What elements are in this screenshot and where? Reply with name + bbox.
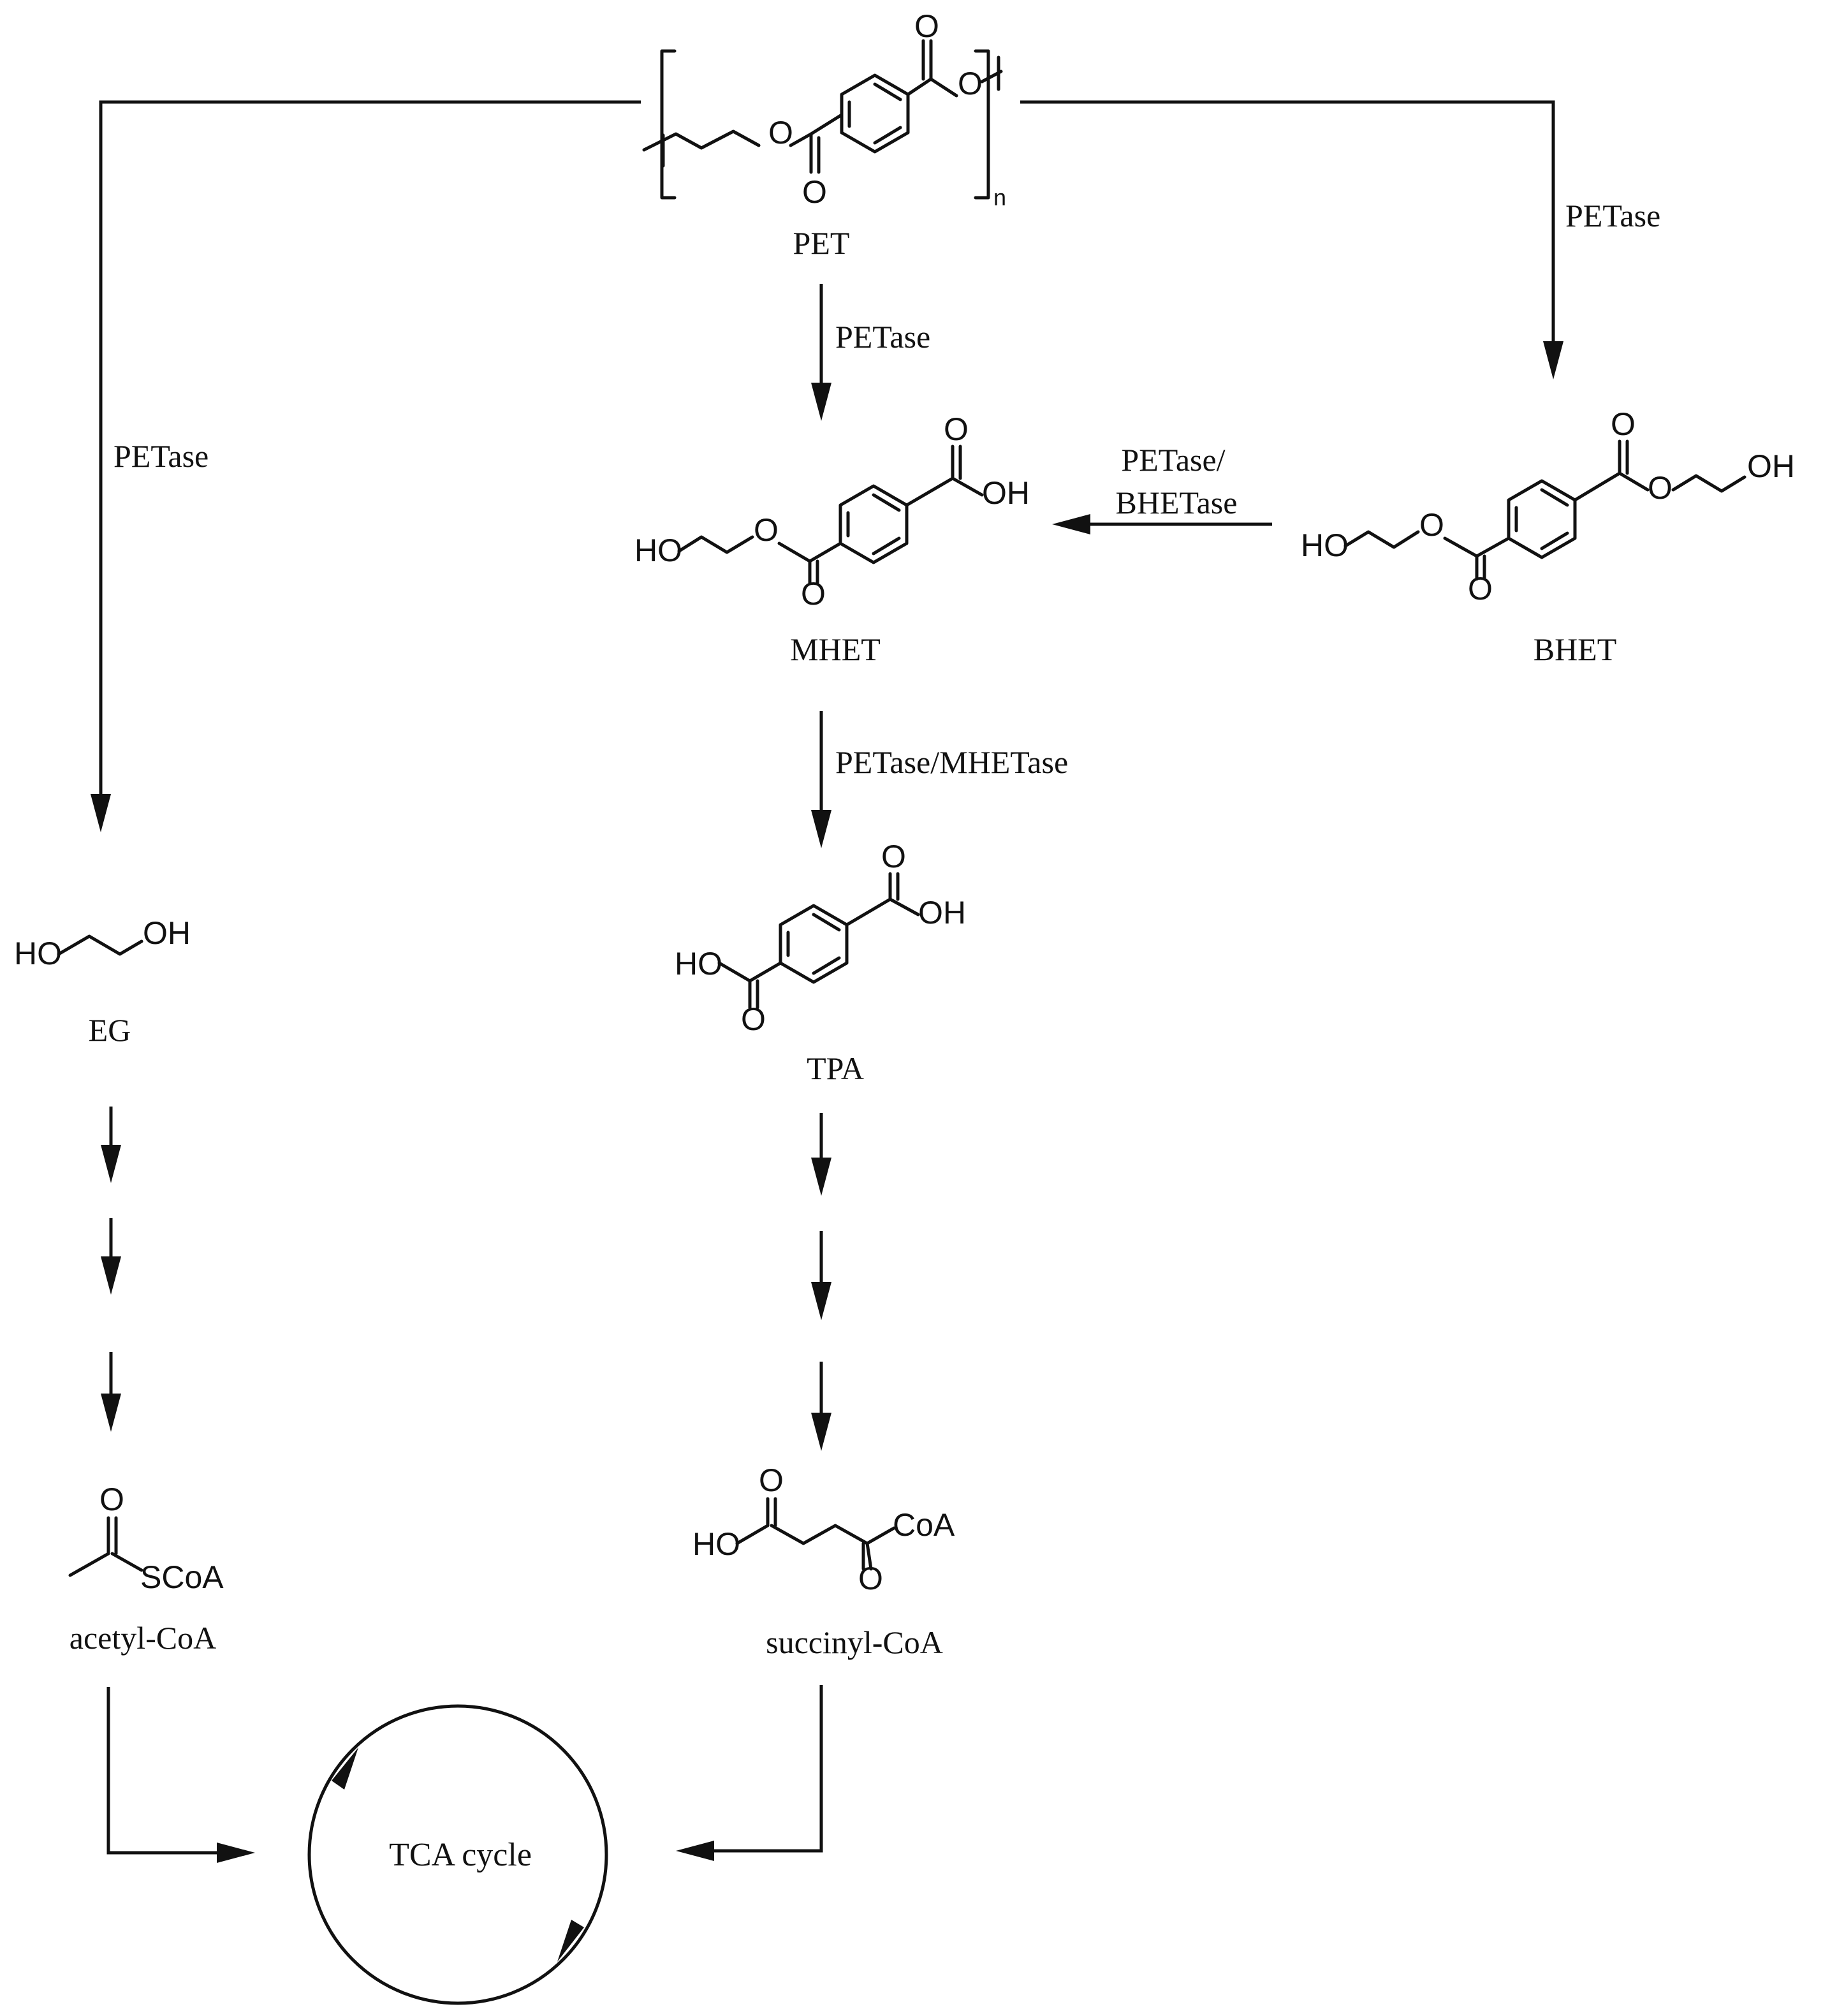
mhet-oh-group: OH xyxy=(982,475,1030,511)
mhet-carbonyl-oxygen-right: O xyxy=(944,411,969,447)
bhet-to-mhet-enzyme-label-line1: PETase/ xyxy=(1121,442,1225,478)
bhet-structure: HO O O O O OH BHET xyxy=(1301,406,1795,667)
tpa-ring-inner-bonds xyxy=(786,913,841,975)
pet-carbonyl-oxygen-left: O xyxy=(802,174,827,210)
pet-to-eg-enzyme-label: PETase xyxy=(113,438,209,474)
pet-name-label: PET xyxy=(793,225,850,261)
bhet-to-mhet-arrow xyxy=(1052,514,1272,534)
acetyl-coa-to-tca-arrow xyxy=(106,1687,255,1863)
bhet-ring-inner-bonds xyxy=(1514,488,1569,550)
eg-oh-group: OH xyxy=(143,915,191,951)
mhet-name-label: MHET xyxy=(790,631,881,667)
mhet-ho-group: HO xyxy=(634,533,682,568)
bhet-glycol-chain-left xyxy=(1343,530,1420,549)
tca-cycle-label: TCA cycle xyxy=(389,1837,532,1873)
pet-to-eg-arrow xyxy=(91,100,641,832)
bhet-carbonyl-left xyxy=(1443,536,1511,581)
mhet-ester-oxygen: O xyxy=(754,512,779,548)
pet-carbonyl-left xyxy=(789,132,821,174)
bhet-ho-group: HO xyxy=(1301,527,1349,563)
pet-carbonyl-right xyxy=(921,39,958,98)
succinyl-coa-coa-group: CoA xyxy=(893,1507,955,1543)
tpa-carbonyl-oxygen-left: O xyxy=(741,1001,766,1037)
bhet-oh-group: OH xyxy=(1747,448,1795,484)
eg-to-acetyl-coa-arrows xyxy=(101,1107,121,1432)
pet-to-bhet-arrow xyxy=(1020,100,1563,379)
pet-to-bhet-enzyme-label: PETase xyxy=(1565,198,1660,233)
tca-cycle-circle xyxy=(307,1704,608,2005)
pet-benzene-ring xyxy=(840,73,910,154)
tpa-name-label: TPA xyxy=(807,1050,864,1086)
mhet-carbonyl-oxygen-left: O xyxy=(801,576,826,612)
bhet-carbonyl-oxygen-left: O xyxy=(1468,571,1493,607)
pet-left-bracket xyxy=(660,49,677,200)
bhet-to-mhet-enzyme-label-line2: BHETase xyxy=(1116,485,1238,520)
succinyl-coa-name-label: succinyl-CoA xyxy=(766,1624,943,1660)
eg-structure: HO OH EG xyxy=(14,915,191,1048)
pet-carbonyl-oxygen-right: O xyxy=(914,8,939,44)
mhet-carbonyl-left xyxy=(777,541,842,585)
succinyl-coa-ho-group: HO xyxy=(692,1526,740,1562)
eg-carbon-chain xyxy=(57,934,143,956)
pet-chain-right xyxy=(980,55,1003,91)
tpa-benzene-ring xyxy=(779,904,849,984)
tpa-to-succinyl-coa-arrows xyxy=(811,1113,831,1451)
pet-chain-left xyxy=(642,129,761,168)
pet-ring-links xyxy=(809,77,933,136)
mhet-benzene-ring xyxy=(838,484,909,564)
tca-cycle: TCA cycle xyxy=(307,1704,608,2005)
succinyl-coa-to-tca-arrow xyxy=(676,1685,823,1861)
pet-ring-inner-bonds xyxy=(847,82,902,145)
tpa-carbonyl-oxygen-right: O xyxy=(881,839,906,874)
pet-ester-oxygen-right: O xyxy=(958,66,983,101)
bhet-carbonyl-oxygen-right: O xyxy=(1611,406,1636,442)
mhet-structure: HO O O O OH MHET xyxy=(634,411,1030,667)
bhet-ester-oxygen-left: O xyxy=(1419,507,1444,543)
tpa-carboxyl-left xyxy=(717,961,782,1010)
mhet-glycol-chain xyxy=(677,535,754,554)
bhet-name-label: BHET xyxy=(1534,631,1617,667)
pet-structure: O O O O n PET xyxy=(642,8,1006,261)
mhet-to-tpa-enzyme-label: PETase/MHETase xyxy=(835,744,1068,780)
mhet-carboxyl xyxy=(905,445,984,507)
acetyl-coa-bonds xyxy=(68,1516,143,1577)
bhet-glycol-chain-right xyxy=(1671,474,1746,493)
succinyl-coa-bonds xyxy=(735,1497,896,1571)
mhet-to-tpa-arrow xyxy=(811,711,831,848)
tpa-ho-group: HO xyxy=(675,946,722,982)
succinyl-coa-structure: HO O O CoA succinyl-CoA xyxy=(692,1462,955,1660)
bhet-carbonyl-right xyxy=(1573,439,1650,502)
pet-right-bracket xyxy=(974,49,990,200)
acetyl-coa-carbonyl-oxygen: O xyxy=(99,1482,124,1517)
eg-ho-group: HO xyxy=(14,936,62,971)
pet-ester-oxygen-left: O xyxy=(768,115,793,151)
tpa-carboxyl-right xyxy=(845,872,920,927)
mhet-ring-inner-bonds xyxy=(846,493,901,556)
tca-cycle-arrowhead-bottom xyxy=(557,1920,584,1962)
tca-cycle-arrowhead-top xyxy=(332,1747,358,1790)
bhet-ester-oxygen-right: O xyxy=(1648,470,1673,506)
eg-name-label: EG xyxy=(89,1012,131,1048)
succinyl-coa-carbonyl-oxygen-left: O xyxy=(759,1462,784,1498)
tpa-oh-group: OH xyxy=(918,895,966,931)
pet-to-mhet-arrow xyxy=(811,284,831,421)
acetyl-coa-structure: O SCoA acetyl-CoA xyxy=(68,1482,224,1656)
pet-to-mhet-enzyme-label: PETase xyxy=(835,319,930,355)
tpa-structure: HO O O OH TPA xyxy=(675,839,966,1086)
acetyl-coa-name-label: acetyl-CoA xyxy=(70,1620,216,1656)
succinyl-coa-carbonyl-oxygen-right: O xyxy=(858,1561,883,1596)
bhet-benzene-ring xyxy=(1507,479,1577,559)
acetyl-coa-scoa-group: SCoA xyxy=(140,1559,224,1595)
pet-repeat-subscript: n xyxy=(993,184,1006,210)
